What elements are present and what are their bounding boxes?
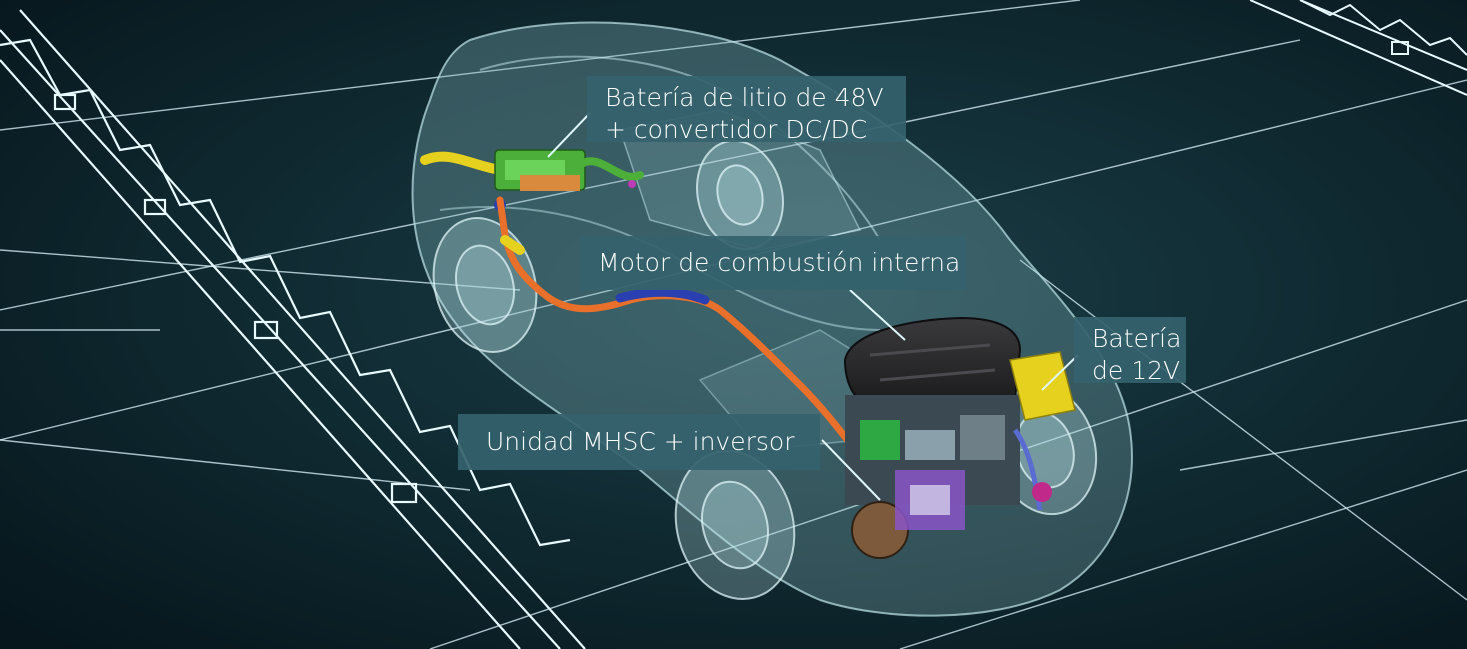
combustion-engine xyxy=(843,316,1052,559)
callout-leader-lines xyxy=(547,112,1079,501)
callout-12v-battery: Batería de 12V xyxy=(1074,317,1186,385)
callout-mhsc-unit: Unidad MHSC + inversor xyxy=(458,414,820,470)
callout-12v-battery-line2: de 12V xyxy=(1092,356,1181,385)
callout-12v-battery-line1: Batería xyxy=(1092,324,1182,353)
right-truss-rail xyxy=(1249,0,1467,96)
callout-combustion-engine: Motor de combustión interna xyxy=(580,236,966,290)
car-wheels xyxy=(432,139,1098,600)
callout-mhsc-unit-line1: Unidad MHSC + inversor xyxy=(486,427,795,456)
battery-12v xyxy=(1009,351,1076,421)
callout-48v-battery: Batería de litio de 48V + convertidor DC… xyxy=(587,76,906,144)
left-truss-rail xyxy=(0,9,586,649)
battery-48v-assembly xyxy=(420,149,644,211)
callout-48v-battery-line1: Batería de litio de 48V xyxy=(605,83,884,112)
callout-combustion-engine-line1: Motor de combustión interna xyxy=(598,248,961,277)
hv-cable xyxy=(496,196,859,454)
callout-48v-battery-line2: + convertidor DC/DC xyxy=(605,115,868,144)
